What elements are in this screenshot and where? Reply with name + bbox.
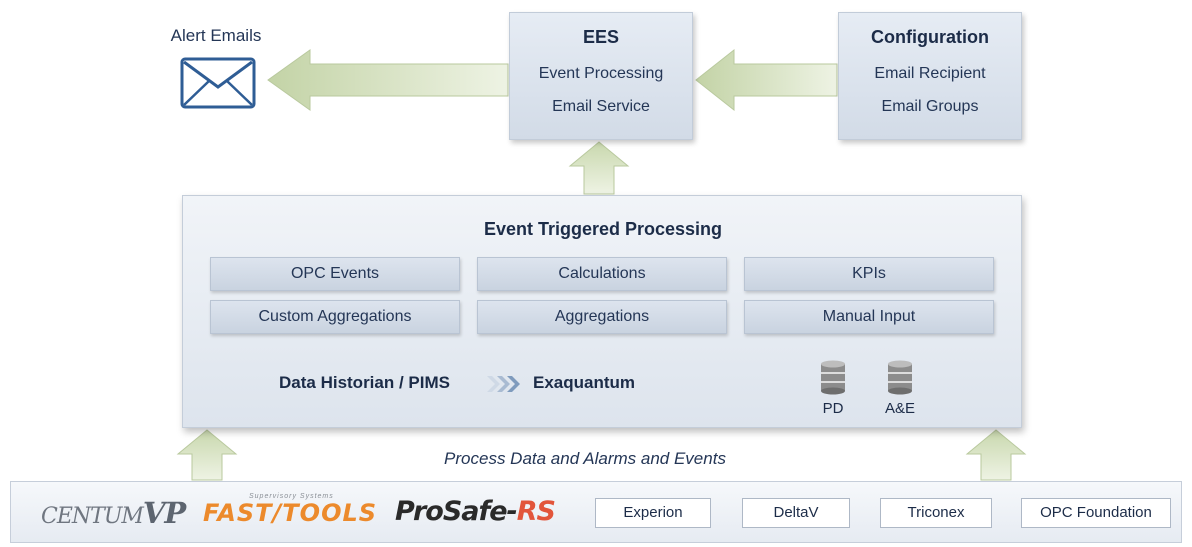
prosafe-rs: RS bbox=[516, 496, 556, 527]
exaquantum-label: Exaquantum bbox=[533, 373, 636, 392]
vendor-deltav: DeltaV bbox=[742, 498, 850, 528]
vendor-triconex: Triconex bbox=[880, 498, 992, 528]
cell-custom-aggregations: Custom Aggregations bbox=[210, 300, 460, 334]
cell-kpis: KPIs bbox=[744, 257, 994, 291]
cell-opc-events: OPC Events bbox=[210, 257, 460, 291]
cell-calculations: Calculations bbox=[477, 257, 727, 291]
centum-logo-text: CENTUM bbox=[41, 504, 144, 529]
config-email-groups: Email Groups bbox=[881, 98, 979, 115]
cell-aggregations: Aggregations bbox=[477, 300, 727, 334]
envelope-icon bbox=[180, 57, 256, 109]
processing-title: Event Triggered Processing bbox=[483, 219, 723, 239]
fasttools-logo: FAST/TOOLS bbox=[203, 499, 378, 527]
database-icon-ae bbox=[888, 360, 912, 395]
processing-panel: Event Triggered Processing OPC Events Ca… bbox=[182, 195, 1022, 428]
centum-vp-logo: CENTUMVP bbox=[41, 496, 186, 530]
db-label-pd: PD bbox=[822, 400, 844, 417]
arrow-ees-to-alert bbox=[267, 49, 509, 111]
prosafe-pro: Pro bbox=[395, 496, 444, 527]
vendor-opc-foundation: OPC Foundation bbox=[1021, 498, 1171, 528]
vendor-experion: Experion bbox=[595, 498, 711, 528]
ees-title: EES bbox=[582, 27, 620, 47]
ees-email-service: Email Service bbox=[552, 98, 650, 115]
prosafe-safe: Safe- bbox=[442, 496, 518, 527]
fasttools-tagline: Supervisory Systems bbox=[249, 493, 334, 500]
configuration-box: Configuration Email Recipient Email Grou… bbox=[838, 12, 1022, 140]
process-data-label: Process Data and Alarms and Events bbox=[444, 449, 726, 468]
source-systems-strip: CENTUMVP Supervisory Systems FAST/TOOLS … bbox=[10, 481, 1182, 543]
centum-vp-suffix: VP bbox=[142, 496, 186, 530]
arrow-right-to-processing bbox=[965, 429, 1027, 481]
prosafe-rs-logo: ProSafe-RS bbox=[395, 496, 556, 527]
alert-emails-label: Alert Emails bbox=[170, 26, 262, 45]
arrow-config-to-ees bbox=[695, 48, 838, 112]
ees-box: EES Event Processing Email Service bbox=[509, 12, 693, 140]
historian-label: Data Historian / PIMS bbox=[279, 373, 450, 392]
configuration-title: Configuration bbox=[871, 27, 989, 47]
cell-manual-input: Manual Input bbox=[744, 300, 994, 334]
chevrons-icon bbox=[487, 376, 520, 392]
ees-event-processing: Event Processing bbox=[538, 65, 664, 82]
config-email-recipient: Email Recipient bbox=[874, 65, 986, 82]
db-label-ae: A&E bbox=[884, 400, 915, 417]
arrow-left-to-processing bbox=[176, 429, 238, 481]
database-icon-pd bbox=[821, 360, 845, 395]
arrow-processing-to-ees bbox=[568, 141, 630, 195]
